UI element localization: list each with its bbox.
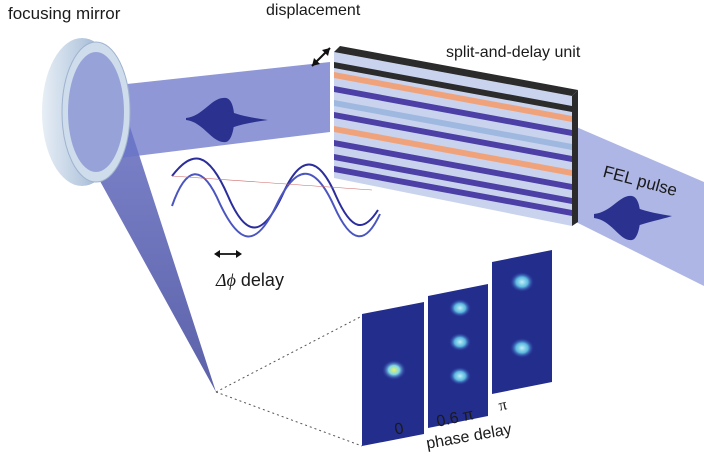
delta-phi-symbol: Δϕ [216,270,236,290]
delay-arrow-icon [214,250,242,258]
pulse-envelope-left [186,97,235,143]
pulse-envelope-right [594,195,641,241]
detector-panel-06pi [428,284,488,428]
displacement-arrow-icon [311,47,331,67]
pulse-envelope-left-tail [226,110,268,130]
detector-panel-0 [362,302,424,446]
focusing-mirror-label: focusing mirror [8,4,121,23]
split-and-delay-unit-icon [334,46,578,226]
phase-delay-annotation: Δϕ delay [216,270,284,291]
projection-line-top [215,315,363,393]
focusing-mirror-icon [42,38,131,186]
pulse-envelope-right-tail [632,206,672,228]
detector-panel-pi [492,250,552,394]
split-and-delay-label: split-and-delay unit [446,44,581,61]
projection-line-bottom [215,391,363,447]
delay-word: delay [240,270,284,290]
displacement-label: displacement [266,2,361,19]
phase-shift-waves [171,157,381,238]
